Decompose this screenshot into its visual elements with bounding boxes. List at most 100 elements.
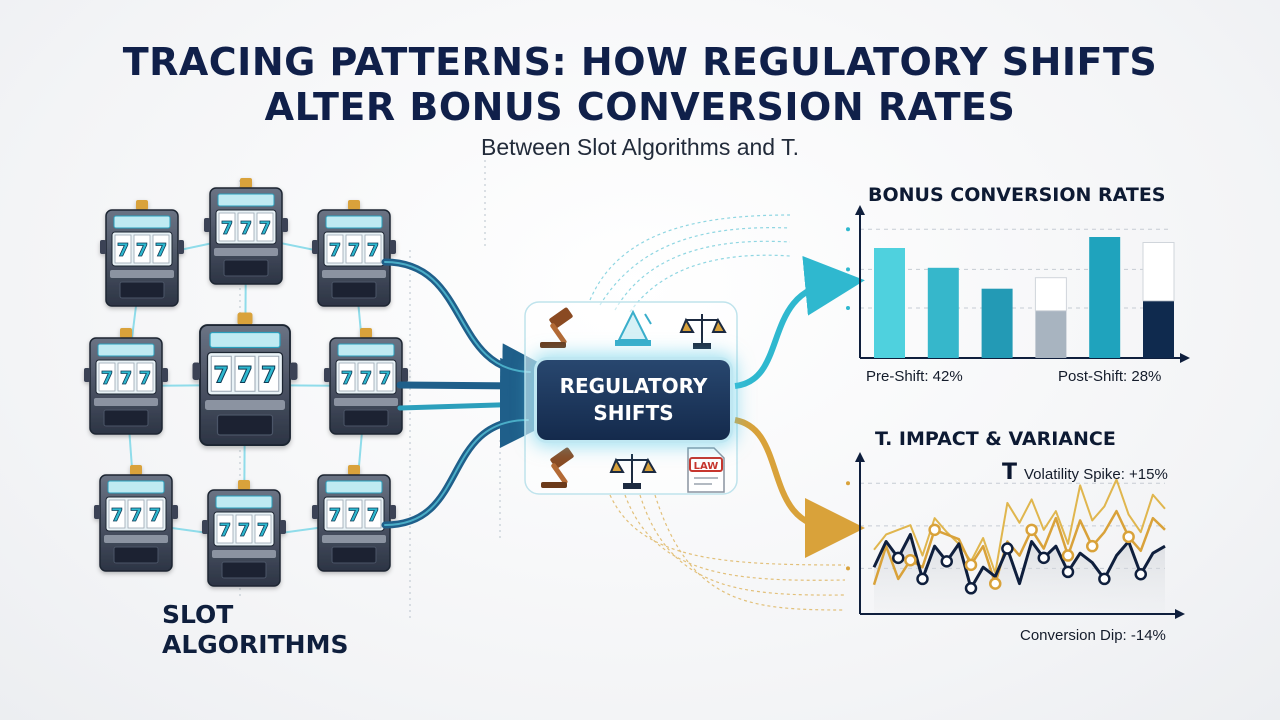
slot-side-handle bbox=[94, 505, 100, 519]
slot-reel bbox=[136, 362, 154, 392]
data-point bbox=[1086, 539, 1099, 553]
slot-reel-symbol: 7 bbox=[155, 240, 168, 261]
slot-tray bbox=[223, 259, 269, 277]
axis-tick-dot bbox=[846, 523, 850, 528]
slot-side-handle bbox=[324, 368, 330, 382]
spike-marker-icon: T bbox=[1002, 460, 1018, 485]
slot-display bbox=[97, 343, 155, 357]
slot-reel-symbol: 7 bbox=[379, 368, 392, 389]
slot-side-handle bbox=[312, 505, 318, 519]
slot-reel bbox=[152, 234, 170, 264]
axis-tick-dot bbox=[846, 305, 850, 310]
slot-reel-symbol: 7 bbox=[237, 363, 253, 389]
slot-reel-symbol: 7 bbox=[259, 218, 272, 239]
bar bbox=[1089, 237, 1121, 358]
slot-ledge bbox=[110, 270, 174, 278]
slot-reel bbox=[234, 355, 256, 392]
line-y-axis-arrow bbox=[855, 452, 865, 462]
axis-tick-dot bbox=[846, 481, 850, 486]
data-point bbox=[964, 558, 978, 572]
slot-reel-symbol: 7 bbox=[367, 505, 380, 526]
slot-top-light bbox=[238, 480, 250, 490]
hub-label-line2: SHIFTS bbox=[593, 401, 674, 425]
scales-icon bbox=[679, 314, 727, 349]
data-point bbox=[1134, 567, 1147, 581]
slot-ledge bbox=[322, 270, 386, 278]
slot-reel-symbol: 7 bbox=[348, 240, 361, 261]
slot-display bbox=[217, 193, 275, 207]
slot-reel bbox=[326, 499, 344, 529]
slot-side-handle bbox=[290, 362, 298, 380]
bar-chart-title: BONUS CONVERSION RATES bbox=[868, 184, 1166, 206]
slot-top-light bbox=[240, 178, 252, 188]
slot-display bbox=[215, 495, 273, 509]
data-point bbox=[1061, 565, 1075, 579]
slot-reel bbox=[254, 514, 272, 544]
fan-lines-bottom bbox=[609, 494, 846, 611]
slot-display bbox=[209, 331, 281, 349]
slot-reel-symbol: 7 bbox=[111, 505, 124, 526]
data-point bbox=[1037, 551, 1050, 565]
pre-shift-annotation: Pre-Shift: 42% bbox=[866, 368, 963, 385]
slot-side-handle bbox=[390, 505, 396, 519]
slot-top-light bbox=[237, 312, 253, 325]
slot-side-handle bbox=[280, 520, 286, 534]
data-point bbox=[1098, 572, 1111, 586]
slot-reel-symbol: 7 bbox=[149, 505, 162, 526]
slot-reel-symbol: 7 bbox=[240, 218, 253, 239]
data-point bbox=[904, 553, 917, 567]
slot-tray bbox=[343, 409, 389, 427]
slot-display bbox=[325, 215, 383, 229]
post-shift-annotation: Post-Shift: 28% bbox=[1058, 368, 1162, 385]
slot-ledge bbox=[322, 535, 386, 543]
slot-tray bbox=[119, 281, 165, 299]
data-point bbox=[892, 551, 905, 565]
conversion-dip-annotation: Conversion Dip: -14% bbox=[1020, 627, 1166, 644]
data-point bbox=[1001, 542, 1014, 555]
slot-reel bbox=[114, 234, 132, 264]
slot-side-handle bbox=[84, 368, 90, 382]
slot-top-light bbox=[348, 465, 360, 475]
bar-top-segment bbox=[1034, 277, 1067, 312]
teal-output-arrow bbox=[734, 255, 865, 389]
slot-tray bbox=[103, 409, 149, 427]
slot-ledge bbox=[212, 550, 276, 558]
slot-tray bbox=[331, 281, 377, 299]
slot-reel-symbol: 7 bbox=[329, 505, 342, 526]
slot-top-light bbox=[130, 465, 142, 475]
gavel-icon bbox=[541, 447, 574, 488]
slot-reel bbox=[364, 499, 382, 529]
axis-tick-dot bbox=[846, 267, 850, 272]
slot-reel bbox=[117, 362, 135, 392]
slot-reel bbox=[108, 499, 126, 529]
flow-pipes bbox=[381, 258, 558, 529]
slot-label-line2: ALGORITHMS bbox=[162, 630, 349, 659]
axis-tick-dot bbox=[846, 566, 850, 571]
slot-reel-symbol: 7 bbox=[221, 218, 234, 239]
line-area-fill bbox=[874, 534, 1165, 614]
slot-side-handle bbox=[402, 368, 408, 382]
bar-y-axis-arrow bbox=[855, 205, 865, 215]
law-document-icon: LAW bbox=[687, 447, 725, 493]
page-title-line2: ALTER BONUS CONVERSION RATES bbox=[264, 85, 1016, 129]
slot-reel-symbol: 7 bbox=[117, 240, 130, 261]
volatility-spike-annotation: Volatility Spike: +15% bbox=[1024, 466, 1168, 483]
slot-side-handle bbox=[204, 218, 210, 232]
bar-x-axis-arrow bbox=[1180, 353, 1190, 363]
slot-reel bbox=[357, 362, 375, 392]
scales-icon bbox=[609, 454, 657, 489]
slot-label-line1: SLOT bbox=[162, 600, 234, 629]
slot-reel bbox=[146, 499, 164, 529]
data-point bbox=[1025, 523, 1038, 537]
slot-reel-symbol: 7 bbox=[238, 520, 251, 541]
slot-side-handle bbox=[202, 520, 208, 534]
slot-reel bbox=[326, 234, 344, 264]
slot-reel-symbol: 7 bbox=[101, 368, 114, 389]
